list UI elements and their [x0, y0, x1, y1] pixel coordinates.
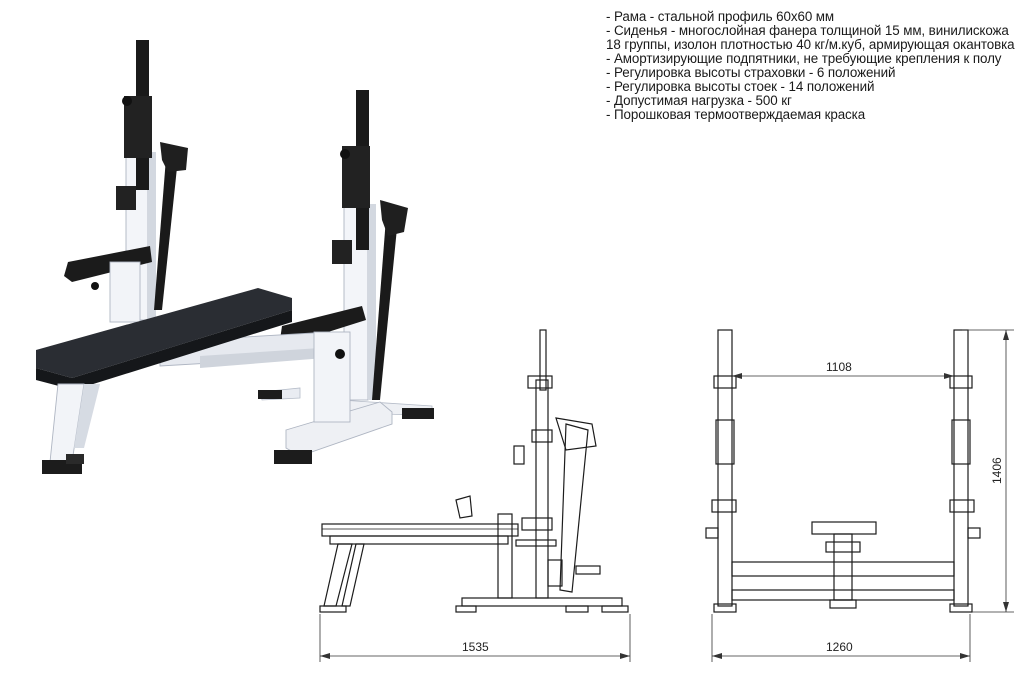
spec-list: - Рама - стальной профиль 60х60 мм - Сид…: [606, 10, 1021, 122]
foot-pad: [274, 450, 312, 464]
safety-hook-right: [380, 200, 408, 236]
foot-pad: [258, 390, 282, 399]
frame-block-left: [109, 261, 141, 323]
foot-pad: [402, 408, 434, 419]
spec-item: - Амортизирующие подпятники, не требующи…: [606, 51, 1002, 66]
adjust-clamp-right-low: [332, 240, 352, 264]
bench-pad: [36, 288, 292, 378]
spec-item: - Регулировка высоты страховки - 6 полож…: [606, 65, 896, 80]
side-base: [461, 597, 623, 607]
side-post: [539, 329, 547, 391]
spec-item: - Сиденья - многослойная фанера толщиной…: [606, 23, 1015, 52]
adjust-clamp-left-low: [116, 186, 136, 210]
front-view-drawing: [705, 329, 981, 613]
spec-item: - Регулировка высоты стоек - 14 положени…: [606, 79, 875, 94]
front-base-right: [285, 401, 393, 457]
front-upright-left: [717, 329, 733, 607]
dim-front-width: 1260: [826, 640, 853, 654]
dim-inner-width: 1108: [826, 360, 852, 374]
bench-leg-front-back: [74, 384, 100, 448]
side-view-drawing: [319, 329, 629, 613]
safety-arm-left: [154, 158, 178, 310]
safety-arm-right: [372, 218, 398, 400]
dim-height: 1406: [990, 457, 1004, 484]
side-upright: [535, 379, 549, 599]
frame-block-right: [313, 331, 351, 423]
dimension-1406: 1406: [962, 329, 1014, 613]
bench-pad-side: [36, 310, 292, 390]
side-leg-front: [323, 543, 353, 607]
dimension-1535: 1535: [319, 614, 631, 662]
front-seat: [811, 521, 877, 535]
upright-left-side: [148, 152, 156, 320]
front-upright-right: [953, 329, 969, 607]
dimension-1260: 1260: [711, 614, 971, 662]
spec-item: - Порошковая термоотверждаемая краска: [606, 107, 866, 122]
dim-side-length: 1535: [462, 640, 489, 654]
knob: [335, 349, 345, 359]
side-seat: [321, 523, 519, 537]
knob: [91, 282, 99, 290]
bench-render: [36, 40, 434, 474]
knob: [340, 149, 350, 159]
side-seat-frame: [329, 535, 509, 545]
spec-item: - Рама - стальной профиль 60х60 мм: [606, 9, 834, 24]
dimension-1108: 1108: [732, 360, 954, 379]
foot-pad: [66, 454, 84, 464]
adjust-clamp-left: [124, 96, 152, 158]
knob: [122, 96, 132, 106]
side-safety: [559, 423, 589, 593]
safety-hook-left: [160, 142, 188, 172]
front-crossbar: [731, 561, 955, 577]
spec-item: - Допустимая нагрузка - 500 кг: [606, 93, 792, 108]
bench-crossbar-shade: [200, 346, 350, 368]
j-hook-left: [64, 246, 152, 282]
upright-right-side: [368, 204, 376, 400]
side-leg-back: [341, 543, 365, 607]
